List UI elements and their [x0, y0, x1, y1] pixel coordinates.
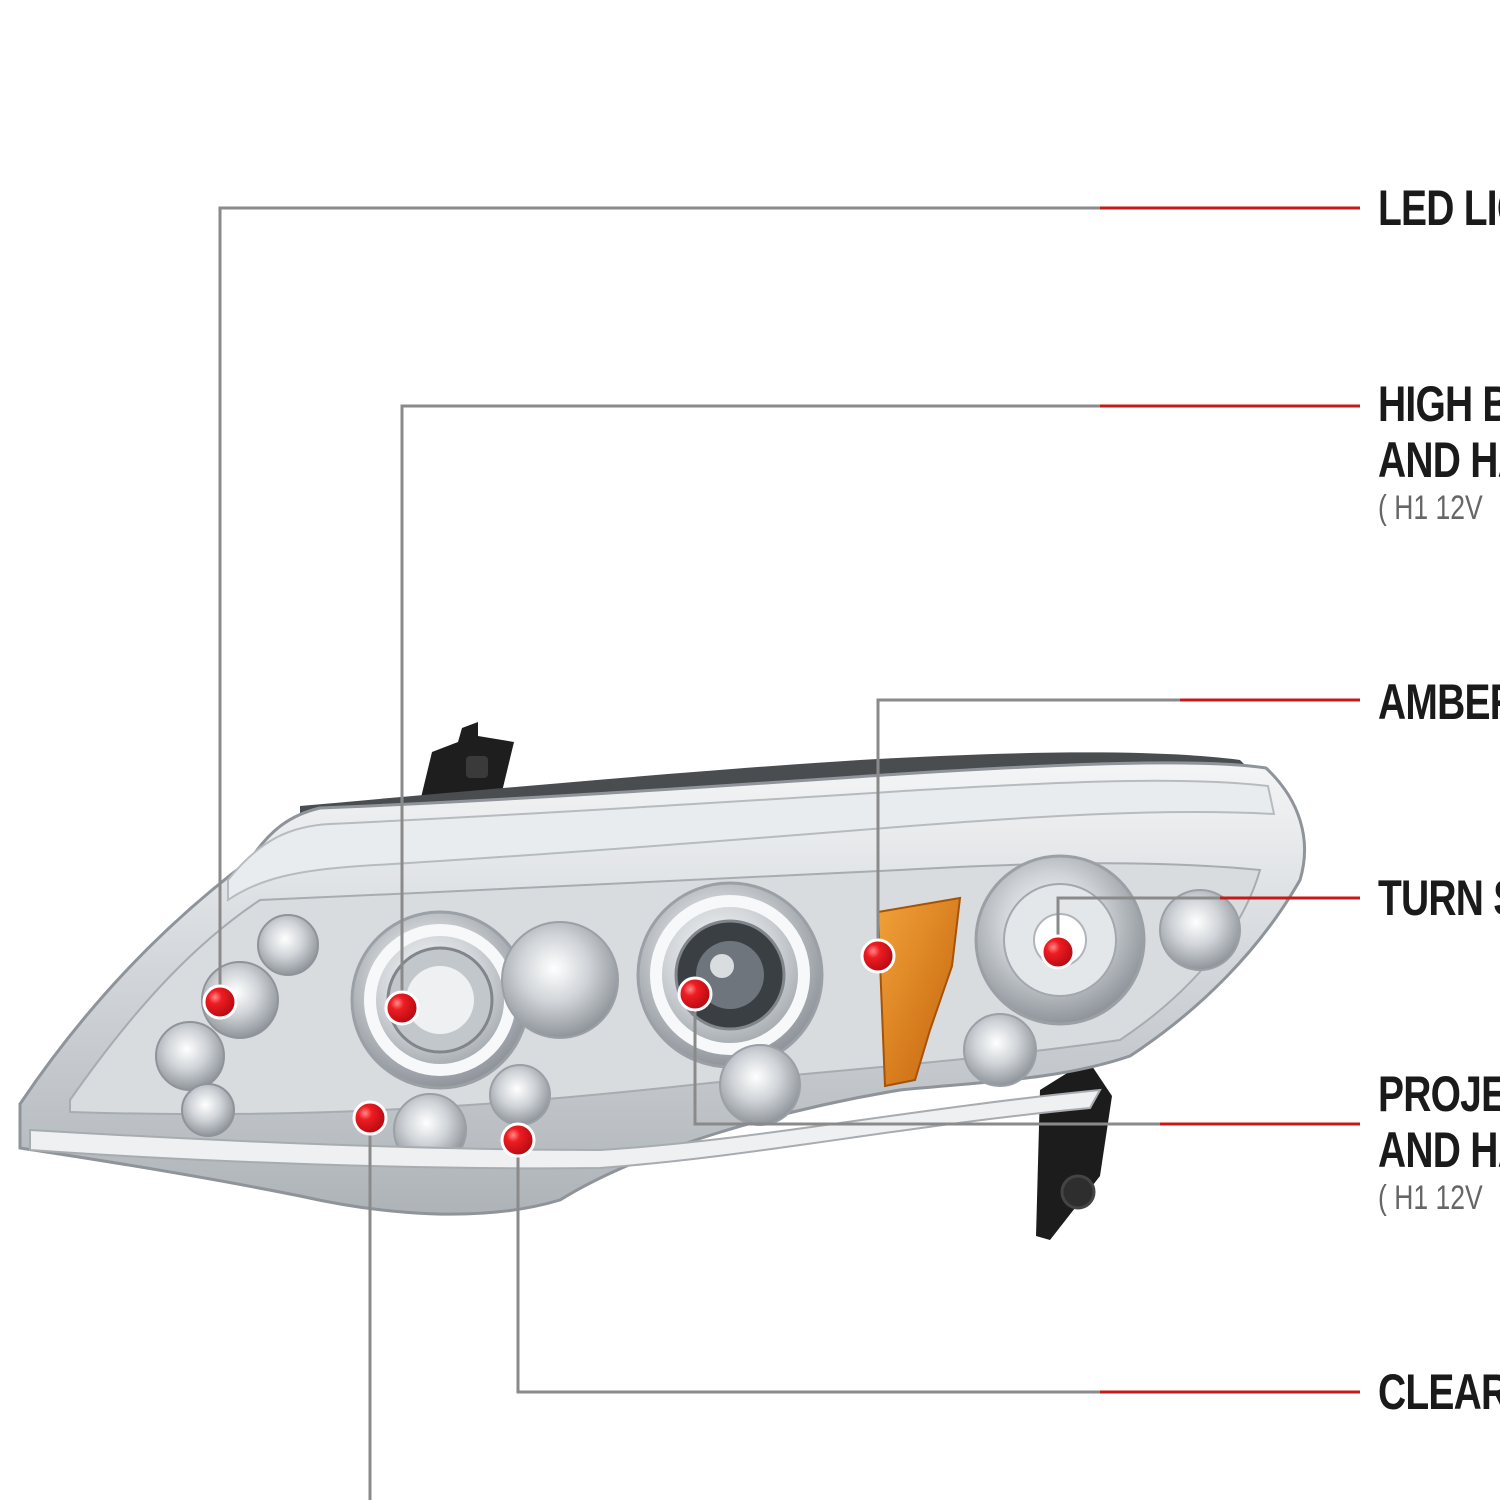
callout-line: CLEAR — [1378, 1364, 1500, 1420]
leader-lines — [218, 206, 1360, 1500]
callout-label-amber: AMBER — [1378, 674, 1500, 730]
callout-line: TURN S — [1378, 870, 1500, 926]
callout-marker-dot — [202, 984, 238, 1020]
callout-label-clear: CLEAR — [1378, 1364, 1500, 1420]
callout-markers — [202, 934, 1076, 1158]
callout-sub: ( H1 12V — [1378, 1179, 1483, 1217]
led-bulb-cluster — [155, 914, 319, 1137]
callout-line: AND HA — [1378, 1122, 1500, 1178]
leader-line-led — [218, 206, 1360, 1002]
mounting-bracket-bottom — [1036, 1060, 1112, 1240]
leader-line-high-beam — [400, 404, 1360, 1008]
callout-label-led: LED LIG — [1378, 180, 1500, 236]
callout-marker-dot — [500, 1122, 536, 1158]
callout-line: HIGH B — [1378, 376, 1500, 432]
callout-marker-dot — [677, 976, 713, 1012]
callout-line: PROJEC — [1378, 1066, 1500, 1122]
callout-marker-dot — [352, 1100, 388, 1136]
headlight-illustration — [18, 722, 1307, 1240]
callout-line: LED LIG — [1378, 180, 1500, 236]
callout-sub: ( H1 12V — [1378, 489, 1483, 527]
callout-line: AMBER — [1378, 674, 1500, 730]
callout-line: AND HA — [1378, 432, 1500, 488]
callout-label-turn: TURN S — [1378, 870, 1500, 926]
callout-label-high-beam: HIGH B AND HA ( H1 12V — [1378, 376, 1500, 528]
amber-reflector — [876, 896, 962, 1088]
leader-line-clear — [516, 1140, 1360, 1394]
callout-marker-dot — [860, 938, 896, 974]
leader-line-projector — [693, 994, 1360, 1126]
callout-label-projector: PROJEC AND HA ( H1 12V — [1378, 1066, 1500, 1218]
callout-marker-dot — [384, 990, 420, 1026]
callout-marker-dot — [1040, 934, 1076, 970]
